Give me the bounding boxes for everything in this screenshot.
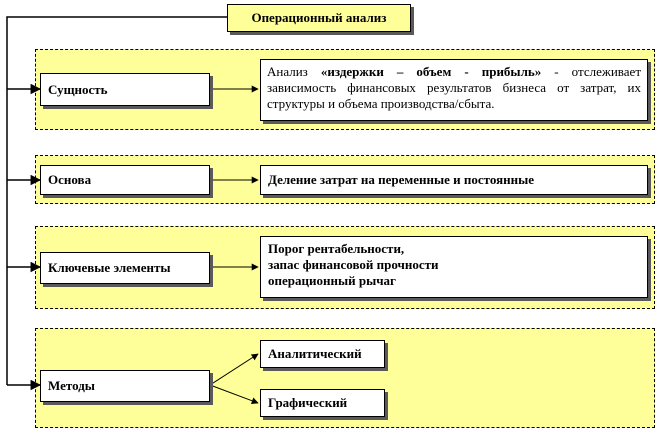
diagram-title: Операционный анализ xyxy=(227,4,411,32)
essence-suffix: - отслеживает зависимость финансовых рез… xyxy=(267,64,641,111)
label-methods: Методы xyxy=(40,370,210,402)
essence-prefix: Анализ xyxy=(267,64,321,79)
description-key-elements: Порог рентабельности, запас финансовой п… xyxy=(260,236,648,298)
arrow-methods-graphic xyxy=(209,384,259,405)
arrow-methods-analytic xyxy=(209,353,259,386)
method-graphic: Графический xyxy=(260,389,385,417)
description-essence: Анализ «издержки – объем - прибыль» - от… xyxy=(260,59,648,121)
trunk-line xyxy=(6,16,227,385)
label-essence: Сущность xyxy=(40,73,210,106)
method-analytic: Аналитический xyxy=(260,340,385,368)
essence-emphasis: «издержки – объем - прибыль» xyxy=(320,64,542,79)
label-key-elements: Ключевые элементы xyxy=(40,252,210,284)
key-element-line: Порог рентабельности, xyxy=(268,241,405,256)
key-element-line: запас финансовой прочности xyxy=(268,257,439,272)
key-element-line: операционный рычаг xyxy=(268,273,396,288)
label-basis: Основа xyxy=(40,165,210,195)
description-basis: Деление затрат на переменные и постоянны… xyxy=(260,165,648,195)
